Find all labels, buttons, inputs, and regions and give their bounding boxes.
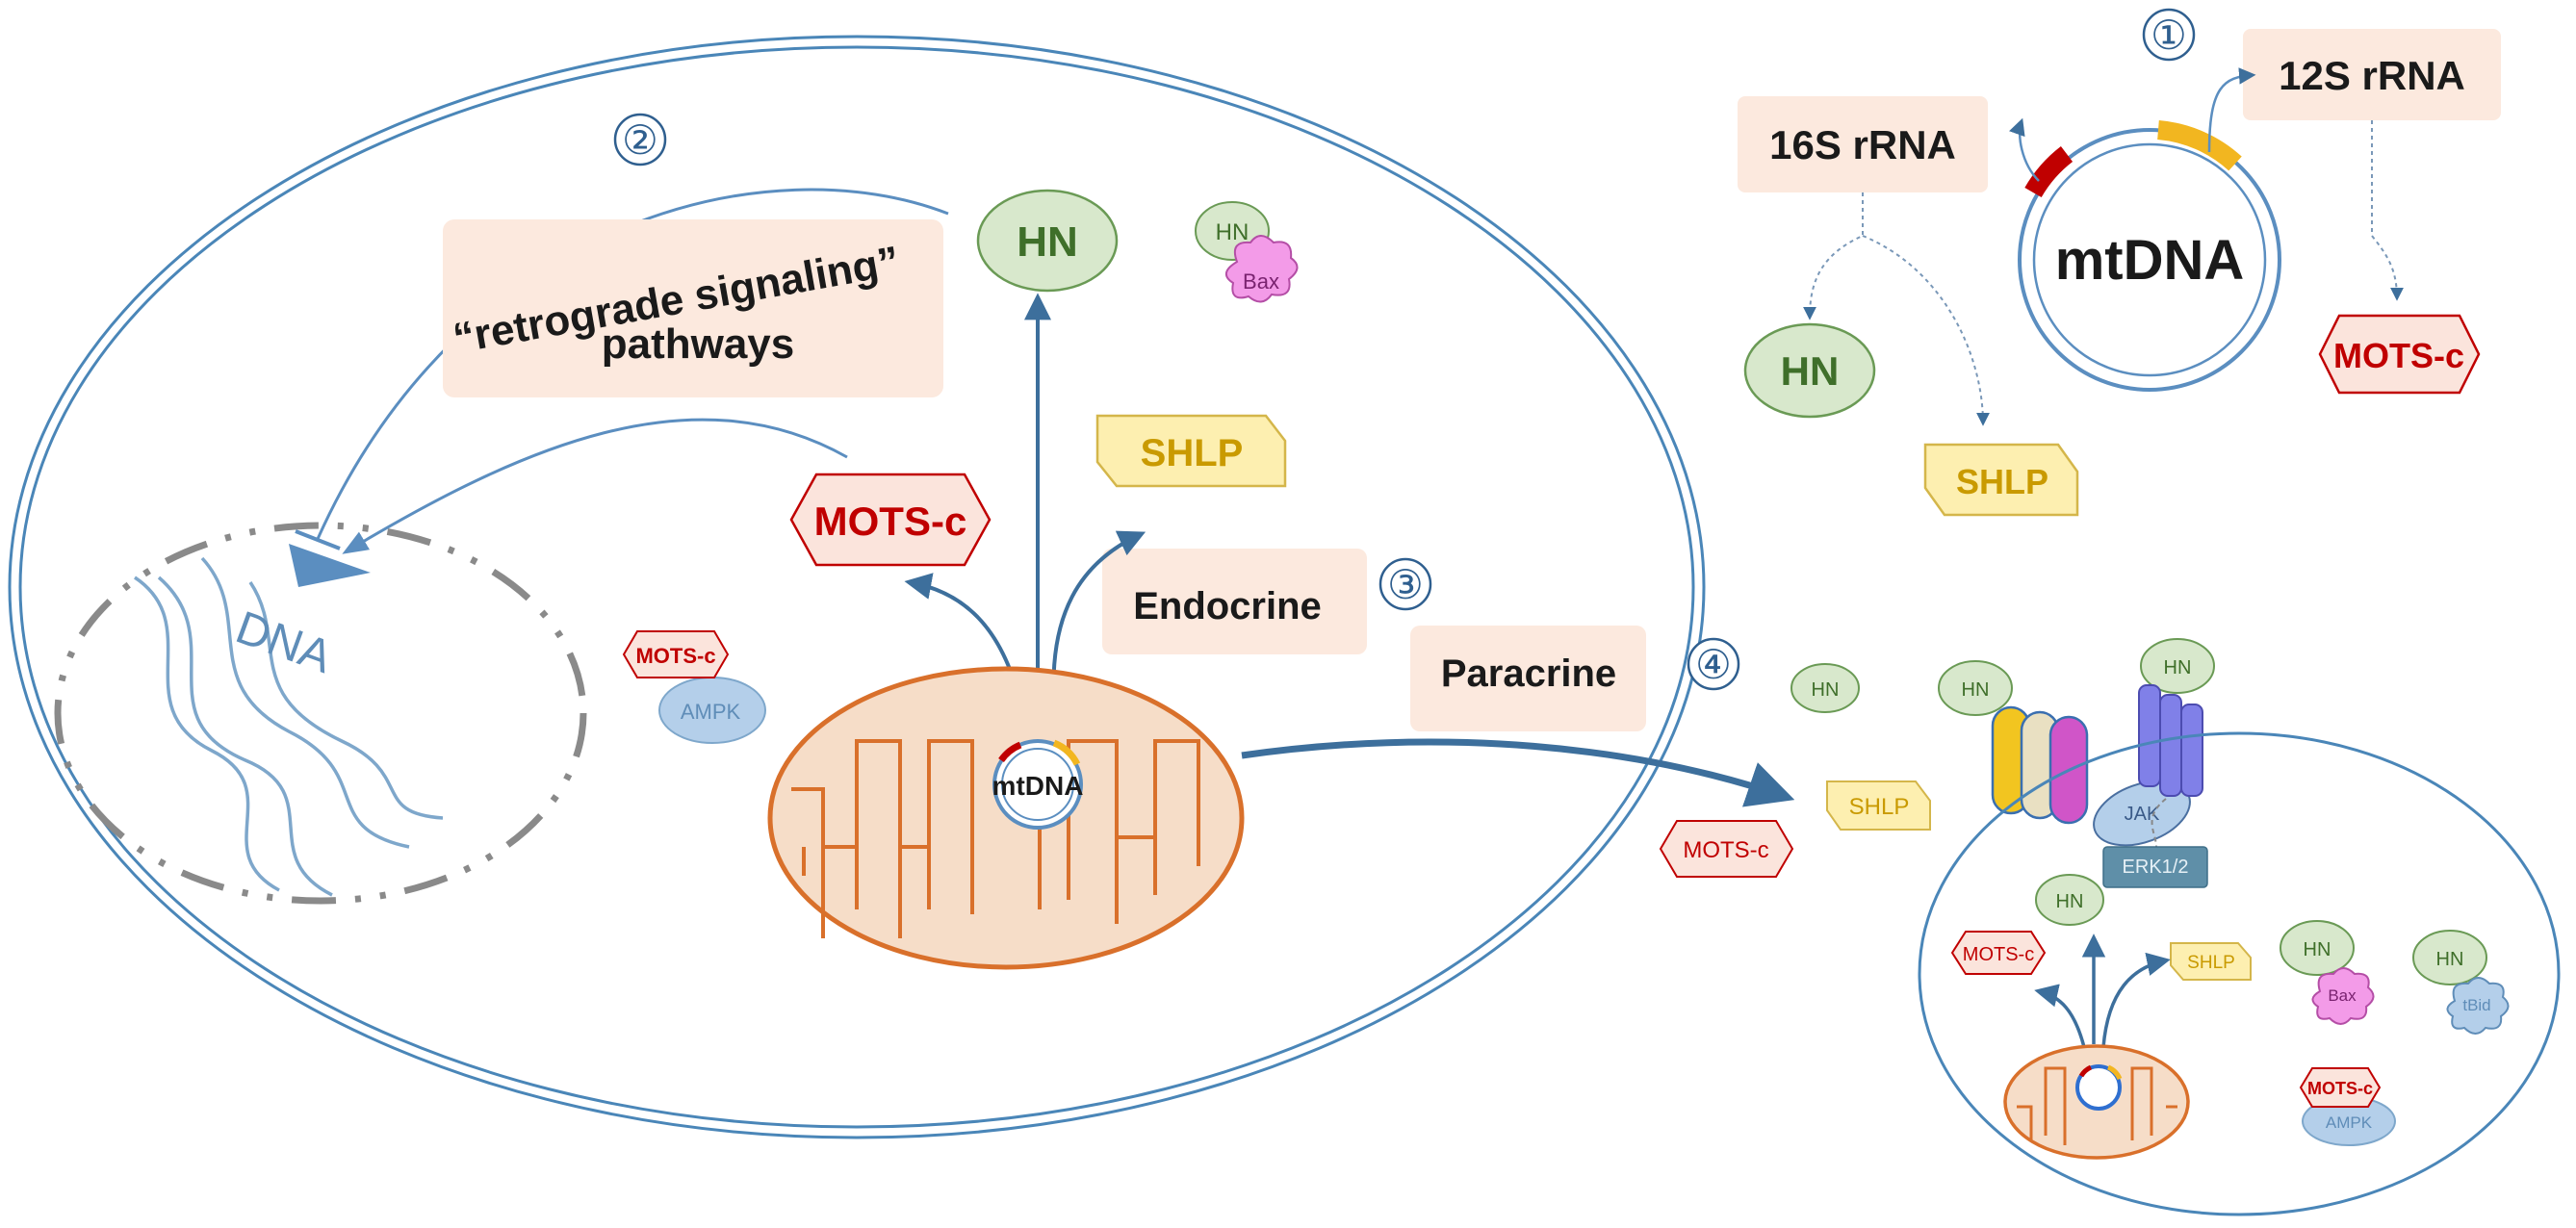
svg-text:HN: HN	[1216, 219, 1249, 245]
rrna-hn: HN	[1743, 322, 1876, 419]
receptor-jak: JAK	[1991, 705, 2191, 847]
target-hn-top: HN	[2035, 874, 2104, 926]
marker-2: ②	[613, 113, 667, 166]
extracellular-mots-c: MOTS-c	[1659, 820, 1794, 878]
receptor-erk: ERK1/2	[2102, 684, 2208, 888]
svg-text:JAK: JAK	[2125, 804, 2160, 825]
svg-text:Endocrine: Endocrine	[1133, 585, 1322, 627]
svg-text:Bax: Bax	[1243, 269, 1279, 294]
svg-text:MOTS-c: MOTS-c	[1683, 837, 1768, 863]
extracellular-hn-2: HN	[1938, 660, 2013, 716]
marker-3: ③	[1378, 557, 1432, 611]
mots-c-peptide: MOTS-c	[789, 473, 992, 567]
mitochondrion: mtDNA	[767, 666, 1245, 970]
svg-text:MOTS-c: MOTS-c	[1963, 944, 2034, 965]
svg-text:SHLP: SHLP	[2187, 953, 2235, 973]
svg-text:SHLP: SHLP	[1141, 432, 1244, 474]
svg-text:12S rRNA: 12S rRNA	[2279, 53, 2465, 98]
svg-text:③: ③	[1387, 562, 1424, 607]
svg-text:MOTS-c: MOTS-c	[635, 644, 715, 668]
svg-text:mtDNA: mtDNA	[2055, 229, 2245, 292]
svg-text:tBid: tBid	[2462, 996, 2490, 1014]
dna-label: DNA	[229, 602, 338, 683]
svg-text:16S rRNA: 16S rRNA	[1769, 122, 1956, 167]
svg-text:HN: HN	[1781, 348, 1840, 394]
svg-text:ERK1/2: ERK1/2	[2123, 857, 2189, 878]
endocrine-label: Endocrine	[1102, 549, 1367, 654]
extracellular-shlp: SHLP	[1826, 780, 1931, 831]
target-release-arrows	[2034, 934, 2171, 1048]
svg-text:SHLP: SHLP	[1849, 794, 1910, 820]
svg-text:MOTS-c: MOTS-c	[814, 499, 967, 544]
mtdna-circle: mtDNA	[2018, 120, 2281, 392]
target-hn-tbid: HN tBid	[2412, 930, 2510, 1035]
svg-text:④: ④	[1695, 642, 1732, 687]
svg-text:HN: HN	[2056, 891, 2084, 912]
svg-text:HN: HN	[1017, 218, 1078, 266]
hn-peptide-large: HN	[976, 189, 1119, 293]
mots-c-ampk-complex: AMPK MOTS-c	[622, 630, 766, 744]
rrna-mots-c: MOTS-c	[2318, 314, 2481, 395]
main-cell	[8, 35, 1706, 1139]
svg-text:MOTS-c: MOTS-c	[2307, 1079, 2373, 1098]
nucleus	[54, 522, 587, 905]
dna-target-arrowhead	[289, 544, 371, 587]
svg-text:AMPK: AMPK	[681, 700, 741, 724]
paracrine-label: Paracrine	[1410, 626, 1646, 731]
rrna-shlp: SHLP	[1923, 443, 2079, 517]
svg-text:HN: HN	[1812, 679, 1840, 701]
svg-text:pathways: pathways	[602, 320, 795, 368]
extracellular-hn-3: HN	[2140, 638, 2215, 694]
svg-text:Paracrine: Paracrine	[1441, 652, 1616, 695]
marker-4: ④	[1687, 637, 1740, 691]
rrna-12s-label: 12S rRNA	[2243, 29, 2501, 120]
rrna-16s-label: 16S rRNA	[1738, 96, 1988, 192]
target-mitochondrion	[2003, 1044, 2190, 1160]
svg-text:MOTS-c: MOTS-c	[2333, 336, 2464, 375]
svg-text:HN: HN	[2436, 949, 2464, 970]
svg-text:①: ①	[2151, 13, 2187, 58]
hn-bax-complex: HN Bax	[1195, 201, 1299, 303]
paracrine-arrow	[1241, 738, 1795, 807]
svg-text:AMPK: AMPK	[2326, 1113, 2373, 1132]
svg-text:Bax: Bax	[2328, 986, 2357, 1005]
shlp-peptide: SHLP	[1095, 414, 1287, 488]
extracellular-hn-1: HN	[1790, 663, 1860, 713]
target-hn-bax: HN Bax	[2280, 920, 2375, 1025]
svg-text:HN: HN	[2164, 657, 2192, 678]
mtdna-label-mito: mtDNA	[992, 771, 1084, 801]
svg-text:HN: HN	[2304, 939, 2331, 960]
svg-text:②: ②	[622, 117, 658, 163]
svg-text:HN: HN	[1962, 679, 1990, 701]
processing-arrows	[1803, 120, 2404, 426]
svg-text:SHLP: SHLP	[1956, 462, 2048, 501]
retrograde-signaling-label: “retrograde signaling” pathways	[443, 219, 943, 397]
target-mots-c: MOTS-c	[1950, 931, 2047, 975]
rrna-arrows	[2009, 67, 2256, 182]
marker-1: ①	[2142, 8, 2196, 62]
target-cell	[1918, 731, 2561, 1216]
dna-strands	[134, 556, 444, 897]
target-shlp: SHLP	[2170, 942, 2252, 981]
target-mots-c-ampk: AMPK MOTS-c	[2299, 1067, 2396, 1146]
